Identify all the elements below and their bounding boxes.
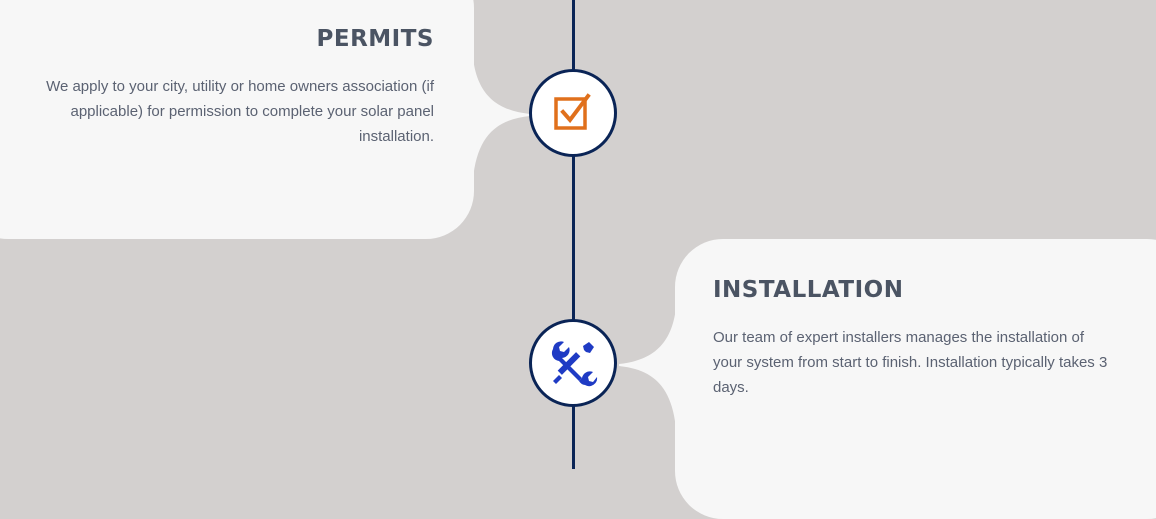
checkbox-icon [554,93,591,130]
step-title: PERMITS [316,26,434,52]
step-title: INSTALLATION [713,277,904,303]
timeline-node-permits [529,69,617,157]
card-connector-permits [472,40,530,200]
timeline-card-installation: INSTALLATION Our team of expert installe… [675,239,1156,519]
timeline-card-permits: PERMITS We apply to your city, utility o… [0,0,474,239]
step-description: Our team of expert installers manages th… [713,329,1108,396]
timeline-line [572,0,575,469]
tools-icon [551,341,598,387]
step-description: We apply to your city, utility or home o… [46,78,434,145]
card-connector-installation [619,290,677,450]
timeline-node-installation [529,319,617,407]
